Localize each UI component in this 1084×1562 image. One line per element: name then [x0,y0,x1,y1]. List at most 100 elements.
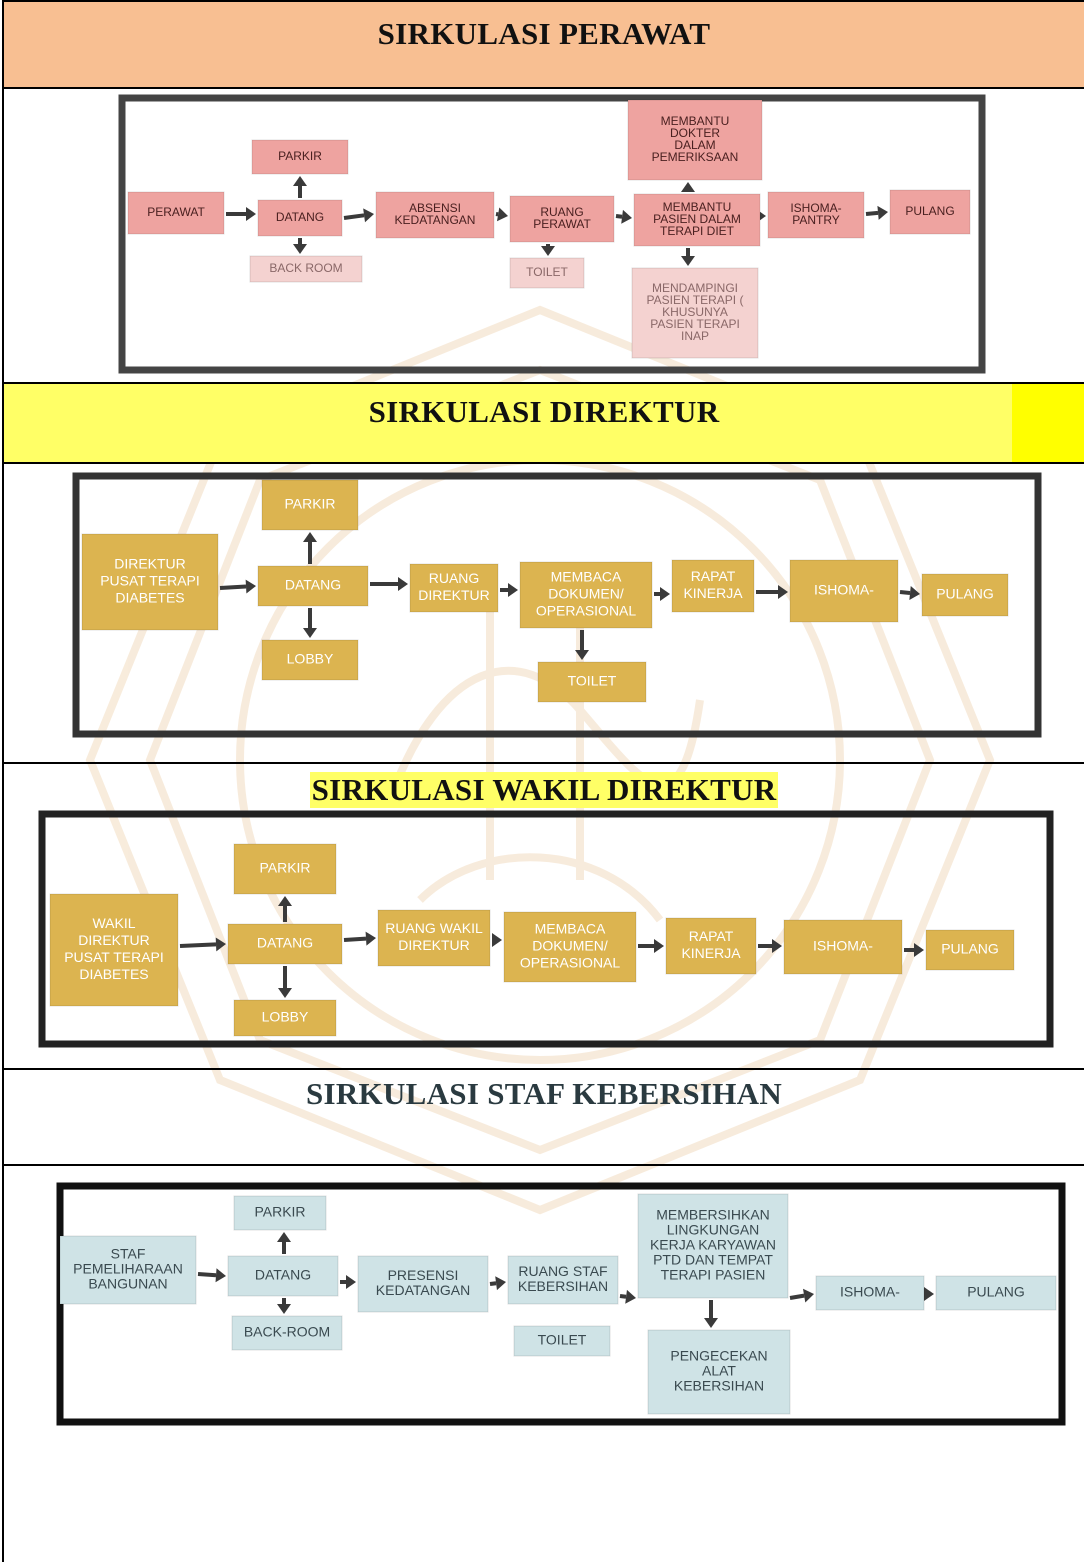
flow-node-label: LOBBY [287,651,334,667]
flow-node-label: TOILET [526,265,568,279]
section-band-kebersihan: SIRKULASI STAF KEBERSIHAN [4,1070,1084,1164]
flow-node-label: PASIEN DALAM [653,212,741,226]
row-divider [2,1068,1084,1070]
flow-node-parkir: PARKIR [233,843,337,895]
flow-node-backroom: BACK-ROOM [231,1315,343,1351]
table-left-border [2,0,4,1562]
flow-node-label: RUANG [540,205,583,219]
flow-node-label: KEDATANGAN [376,1282,470,1298]
flow-node-label: PARKIR [254,1204,305,1220]
flow-node-ishoma: ISHOMA-PANTRY [767,191,865,239]
flow-arrow [303,532,317,564]
flow-node-parkir: PARKIR [261,479,359,531]
flow-arrow [789,1288,814,1303]
flow-arrow [899,586,920,600]
flow-node-label: DATANG [255,1267,311,1283]
flow-node-ishoma: ISHOMA- [789,559,899,623]
flow-node-pulang: PULANG [921,573,1009,617]
flow-node-label: KEDATANGAN [395,213,476,227]
flow-node-label: ABSENSI [409,201,461,215]
flow-arrow [343,208,374,223]
flow-arrow [293,238,307,254]
row-divider [2,1164,1084,1166]
flow-node-label: RAPAT [689,928,734,944]
flow-node-label: PRESENSI [388,1267,459,1283]
row-divider [2,382,1084,384]
flow-node-backroom: BACK ROOM [249,255,363,283]
flow-node-label: PUSAT TERAPI [100,573,200,589]
diagram-frame [38,810,1054,1048]
flow-node-label: PULANG [941,941,999,957]
flow-node-lobby: LOBBY [233,999,337,1037]
section-title: SIRKULASI PERAWAT [377,16,711,51]
flow-arrow [500,583,518,597]
flow-node-toilet: TOILET [537,661,647,703]
flow-node-label: ALAT [702,1363,736,1379]
flow-node-label: TOILET [568,673,617,689]
flow-arrow [226,207,256,221]
flow-node-label: BANGUNAN [88,1276,167,1292]
flow-node-label: DATANG [257,935,313,951]
flow-arrow [492,933,502,947]
flow-node-label: PULANG [936,586,994,602]
flow-arrow [277,1232,291,1254]
flow-arrow [303,608,317,638]
flow-node-label: DATANG [285,577,341,593]
flow-node-datang: DATANG [257,199,343,237]
flow-node-label: TERAPI PASIEN [661,1267,766,1283]
flow-node-label: RUANG WAKIL [385,920,483,936]
flow-node-parkir: PARKIR [233,1195,327,1231]
flow-arrow [370,577,408,591]
flow-node-parkir: PARKIR [251,139,349,175]
flow-node-label: PERAWAT [147,205,205,219]
row-divider [2,462,1084,464]
flow-node-label: RAPAT [691,568,736,584]
flow-arrow [293,176,307,198]
flow-arrow [575,630,589,660]
flow-node-datang: DATANG [227,1255,339,1297]
flow-node-label: MEMBACA [535,921,606,937]
flow-arrow [924,1287,934,1301]
flow-arrow [758,939,782,953]
flow-node-datang: DATANG [227,923,343,965]
flow-node-label: PANTRY [792,213,840,227]
flow-node-label: DIABETES [115,590,184,606]
section-title: SIRKULASI DIREKTUR [368,394,720,429]
flow-node-label: DOKTER [670,126,720,140]
flow-node-label: DOKUMEN/ [532,938,608,954]
flow-arrow [704,1300,718,1328]
diagram-frame [118,94,986,374]
flow-arrow [277,1298,291,1314]
section-title: SIRKULASI STAF KEBERSIHAN [305,1076,783,1111]
flow-arrow [619,1289,636,1304]
flow-node-label: WAKIL [92,915,135,931]
flow-node-label: DIREKTUR [114,556,186,572]
flow-node-label: PASIEN TERAPI ( [647,293,744,307]
flow-node-label: DIREKTUR [398,937,470,953]
flow-node-start: PERAWAT [127,191,225,235]
section-band-wakil: SIRKULASI WAKIL DIREKTUR [4,764,1084,808]
flow-node-label: RUANG [429,570,480,586]
flow-node-label: ISHOMA- [813,938,873,954]
flow-node-label: DATANG [276,210,324,224]
diagram-frame [72,472,1042,738]
flow-node-label: PENGECEKAN [670,1348,767,1364]
flow-node-label: OPERASIONAL [520,955,621,971]
flow-node-label: STAF [111,1246,146,1262]
